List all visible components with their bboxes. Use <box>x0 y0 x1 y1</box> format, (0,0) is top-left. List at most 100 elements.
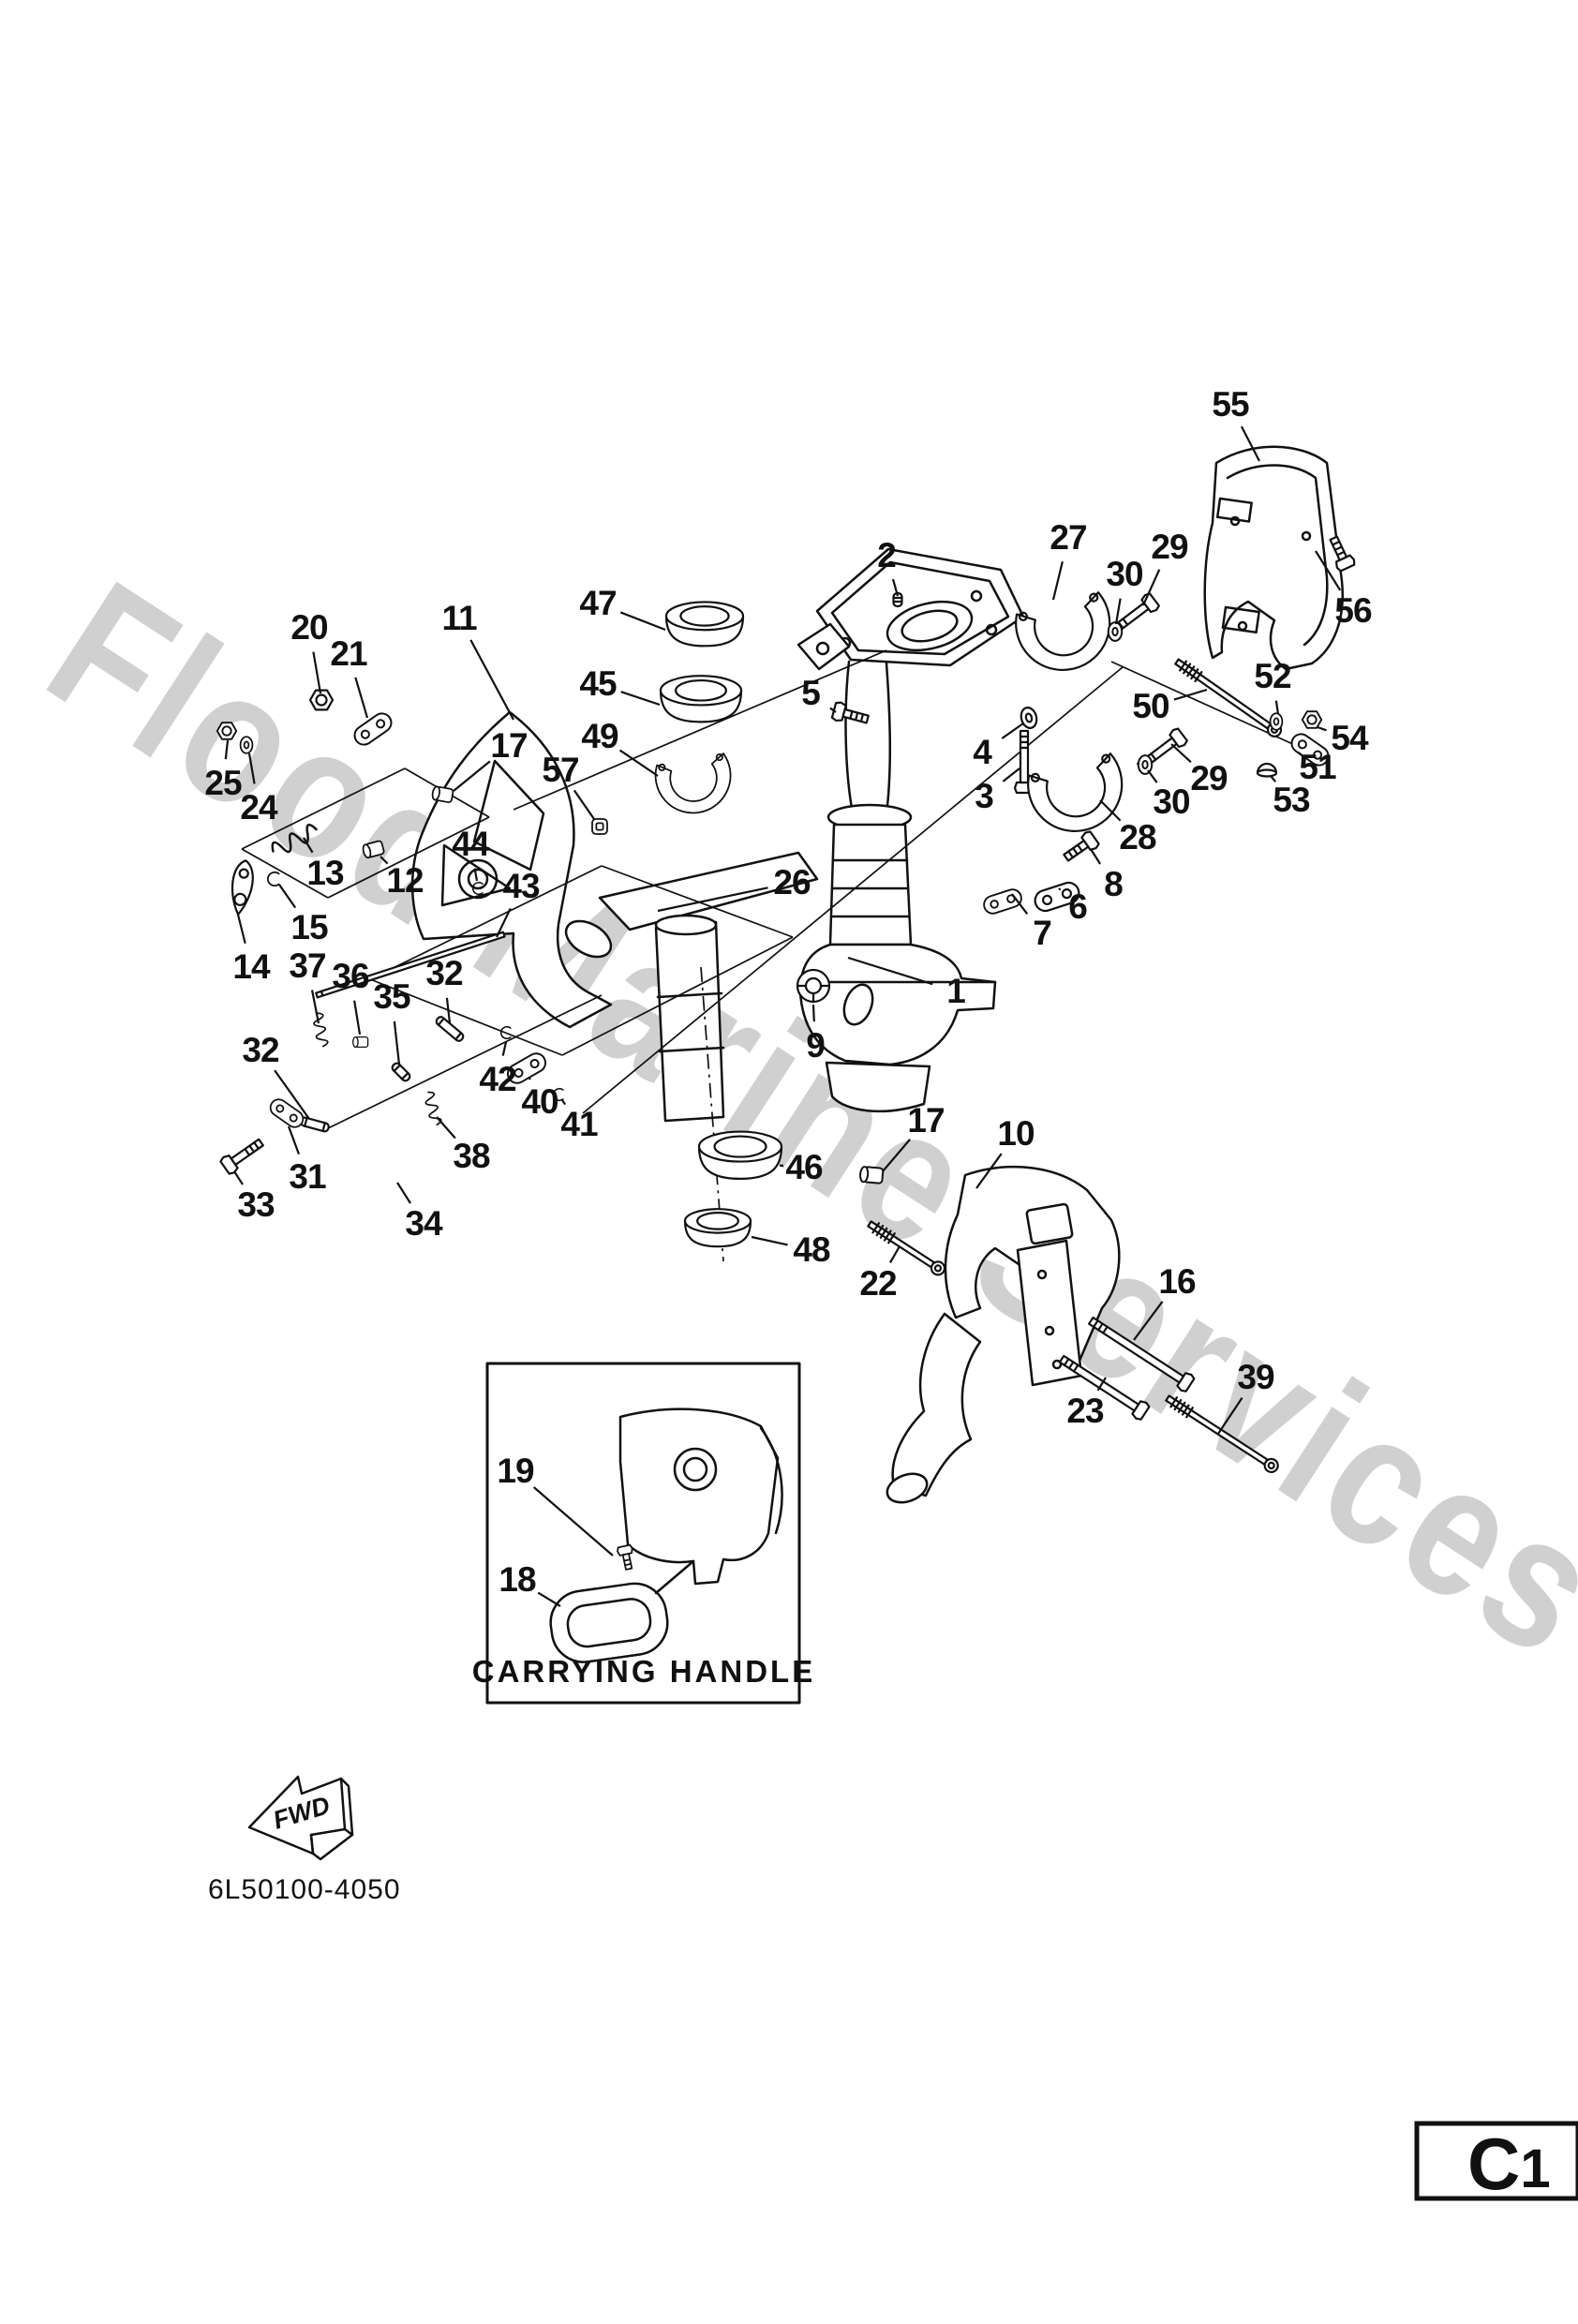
callout-leader-30 <box>1114 598 1122 625</box>
part-glyph-link <box>353 712 393 746</box>
callout-leader-45 <box>620 691 661 707</box>
callout-label-12: 12 <box>386 861 424 900</box>
callout-label-25: 25 <box>204 764 242 802</box>
callout-label-55: 55 <box>1212 385 1249 424</box>
callout-labels: 1234567891011121314151617171819202122232… <box>204 385 1373 1607</box>
part-glyph-bolt <box>219 1138 264 1175</box>
part-glyph-bolt <box>1063 830 1100 862</box>
callout-leader-8 <box>1090 848 1102 865</box>
callout-leader-29 <box>1141 569 1161 606</box>
small-parts <box>216 535 1356 1571</box>
part-glyph-clip <box>471 881 484 896</box>
callout-label-30: 30 <box>1106 555 1143 593</box>
construction-line <box>561 936 794 1056</box>
callout-label-42: 42 <box>479 1060 516 1098</box>
callout-leader-24 <box>247 752 256 784</box>
callout-leader-43 <box>496 907 512 938</box>
callout-leader-13 <box>303 837 314 854</box>
callout-label-26: 26 <box>773 863 811 901</box>
callout-label-57: 57 <box>542 751 578 789</box>
page-ref-box: C1 <box>1414 2121 1578 2205</box>
callout-leader-36 <box>353 1000 362 1035</box>
callout-label-45: 45 <box>579 664 617 703</box>
part-glyph-pin <box>435 1016 465 1042</box>
part-glyph-spring <box>271 823 318 854</box>
callout-label-20: 20 <box>290 608 328 647</box>
callout-leader-54 <box>1317 725 1327 732</box>
callout-leader-55 <box>1240 425 1260 462</box>
callout-leader-38 <box>436 1116 456 1140</box>
part-glyph-bolt <box>830 701 870 724</box>
callout-label-23: 23 <box>1066 1392 1104 1430</box>
part-glyph-link <box>1290 733 1330 767</box>
callout-label-47: 47 <box>579 584 616 622</box>
assembly-artwork <box>247 445 1344 1861</box>
part-glyph-clip <box>267 871 280 887</box>
callout-leader-2 <box>891 578 900 597</box>
callout-label-51: 51 <box>1299 748 1336 786</box>
callout-label-1: 1 <box>946 972 965 1010</box>
part-code: 6L50100-4050 <box>208 1874 401 1905</box>
part-glyph-clip <box>499 1025 512 1040</box>
callout-label-18: 18 <box>499 1560 536 1599</box>
carrying-handle-inset <box>485 1362 801 1705</box>
part-glyph-washer <box>1020 707 1038 729</box>
callout-leader-32 <box>445 997 452 1024</box>
construction-line <box>241 767 406 850</box>
callout-label-43: 43 <box>502 867 540 905</box>
callout-leader-27 <box>1051 561 1064 601</box>
part-glyph-pin <box>391 1062 411 1082</box>
callout-leader-6 <box>1058 887 1062 891</box>
callout-leader-31 <box>287 1125 301 1155</box>
construction-line <box>323 994 603 1131</box>
callout-leader-22 <box>889 1245 901 1264</box>
callout-label-16: 16 <box>1158 1262 1196 1301</box>
callout-label-4: 4 <box>973 733 992 771</box>
upper-casing-part <box>796 547 1025 671</box>
callout-label-19: 19 <box>497 1452 534 1490</box>
construction-line <box>582 666 1124 1114</box>
callout-leader-28 <box>1099 799 1122 822</box>
callout-leader-50 <box>1173 688 1208 701</box>
callout-label-30: 30 <box>1153 782 1190 821</box>
callout-label-6: 6 <box>1068 887 1087 926</box>
callout-leader-12 <box>380 856 389 865</box>
callout-leader-29 <box>1170 743 1192 764</box>
callout-leader-40 <box>528 1077 531 1080</box>
callout-label-35: 35 <box>373 977 410 1016</box>
part-glyph-bolt <box>1088 1316 1196 1393</box>
driveshaft-housing-part <box>798 660 997 1113</box>
callout-label-21: 21 <box>330 634 367 673</box>
callout-label-9: 9 <box>806 1026 825 1065</box>
callout-leader-7 <box>1011 893 1029 915</box>
callout-label-28: 28 <box>1119 818 1156 857</box>
callout-label-33: 33 <box>237 1185 275 1224</box>
callout-label-36: 36 <box>332 957 369 995</box>
callout-label-38: 38 <box>453 1137 490 1175</box>
construction-line <box>601 865 794 938</box>
callout-label-52: 52 <box>1254 657 1291 695</box>
callout-label-13: 13 <box>306 854 344 892</box>
callout-leader-33 <box>233 1170 244 1185</box>
callout-label-34: 34 <box>405 1204 443 1243</box>
part-glyph-cable <box>1165 1394 1279 1473</box>
callout-leader-18 <box>537 1591 561 1607</box>
part-glyph-barrel <box>362 840 385 859</box>
part-glyph-bolt <box>1058 1354 1151 1421</box>
callout-label-46: 46 <box>785 1148 823 1186</box>
callout-label-2: 2 <box>877 536 896 574</box>
callout-label-53: 53 <box>1273 781 1310 819</box>
callout-leader-15 <box>278 884 297 909</box>
callout-leader-34 <box>396 1182 411 1204</box>
part-glyph-barrel <box>431 785 454 803</box>
part-glyph-cap <box>1256 762 1278 778</box>
part-glyph-barrel <box>859 1166 885 1184</box>
callout-leader-17 <box>882 1139 911 1172</box>
part-glyph-pin <box>300 1116 330 1133</box>
part-glyph-clamp <box>654 752 732 814</box>
callout-label-11: 11 <box>441 599 477 637</box>
part-glyph-clip <box>552 1087 564 1102</box>
page-ref-label: C1 <box>1467 2123 1551 2205</box>
callout-label-29: 29 <box>1151 528 1188 566</box>
callout-leader-51 <box>1297 752 1305 758</box>
